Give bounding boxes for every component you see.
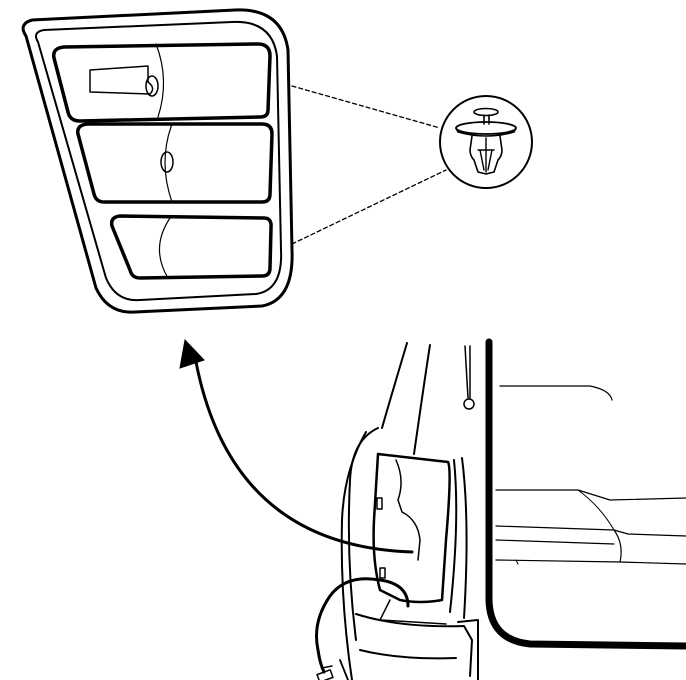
detail-leader-lines [291,85,447,245]
lamp-pocket [372,452,451,604]
lamp-upper-lens [51,42,272,123]
lamp-wiring-connector [315,577,410,680]
door-weatherstrip [485,338,686,650]
lamp-middle-lens [75,122,274,204]
push-pin-retainer-detail [439,95,533,189]
tail-lamp-assembly [21,8,294,314]
vehicle-rear-quarter [339,338,686,680]
arrow-head [179,338,205,369]
lamp-outer-housing [21,8,294,314]
removal-arrow [179,338,414,554]
lamp-lower-lens [109,214,273,280]
lamp-inner-housing [35,20,283,302]
